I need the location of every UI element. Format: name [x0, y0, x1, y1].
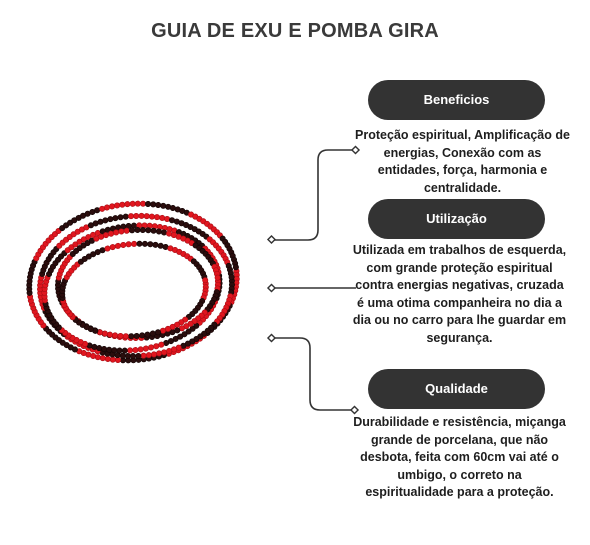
- bead: [156, 350, 163, 357]
- bead: [112, 332, 119, 339]
- bead: [106, 331, 113, 338]
- bead: [154, 329, 161, 336]
- bead: [138, 212, 145, 219]
- bead: [129, 200, 136, 207]
- section-text-beneficios: Proteção espiritual, Amplificação de ene…: [355, 128, 570, 195]
- section-label: Qualidade: [425, 381, 488, 396]
- bead: [113, 229, 120, 236]
- bead: [159, 214, 166, 221]
- bead: [148, 344, 155, 351]
- bead: [140, 352, 147, 359]
- bead: [102, 217, 109, 224]
- bead: [131, 240, 138, 247]
- bead: [155, 228, 162, 235]
- bead: [157, 242, 164, 249]
- bead: [148, 213, 155, 220]
- diamond-beneficios-start: [266, 234, 277, 245]
- bead: [145, 201, 152, 208]
- bead: [109, 203, 116, 210]
- bead: [145, 227, 152, 234]
- bead: [123, 227, 130, 234]
- bead: [147, 241, 154, 248]
- bead: [144, 331, 151, 338]
- bead: [228, 274, 235, 281]
- bead: [143, 213, 150, 220]
- bead: [133, 212, 140, 219]
- bead: [104, 355, 111, 362]
- bead: [232, 264, 239, 271]
- bead: [139, 226, 146, 233]
- bead: [103, 204, 110, 211]
- bead: [117, 214, 124, 221]
- diamond-utilizacao-start: [266, 283, 277, 293]
- bead: [166, 347, 173, 354]
- necklace-strand: [26, 200, 240, 364]
- bead: [132, 347, 139, 354]
- bead-necklace-image: [26, 200, 240, 364]
- section-text-qualidade: Durabilidade e resistência, miçanga gran…: [353, 415, 566, 500]
- bead: [118, 228, 125, 235]
- bead: [124, 201, 131, 208]
- bead: [155, 202, 162, 209]
- bead: [122, 213, 129, 220]
- bead: [151, 351, 158, 358]
- bead: [128, 333, 135, 340]
- bead: [119, 201, 126, 208]
- bead: [127, 347, 134, 354]
- bead: [102, 232, 109, 239]
- bead: [202, 277, 209, 284]
- section-text-utilizacao: Utilizada em trabalhos de esquerda, com …: [352, 243, 567, 345]
- bead: [119, 352, 126, 359]
- bead: [130, 353, 137, 360]
- bead: [141, 240, 148, 247]
- bead: [125, 241, 132, 248]
- section-pill-qualidade: Qualidade: [368, 369, 545, 409]
- page-title: GUIA DE EXU E POMBA GIRA: [151, 20, 439, 42]
- diamond-beneficios-end: [350, 145, 361, 155]
- bead: [149, 330, 156, 337]
- section-label: Beneficios: [423, 92, 490, 107]
- necklace-strand: [37, 212, 235, 360]
- bead: [134, 226, 141, 233]
- bead: [142, 345, 149, 352]
- bead: [154, 214, 161, 221]
- connector-qualidade: [272, 337, 354, 411]
- bead: [99, 355, 106, 362]
- bead: [104, 245, 111, 252]
- bead: [109, 244, 116, 251]
- bead: [135, 352, 142, 359]
- bead: [120, 241, 127, 248]
- diamond-qualidade-start: [266, 333, 277, 343]
- connector-beneficios: [272, 149, 356, 241]
- bead: [160, 202, 167, 209]
- bead: [114, 242, 121, 249]
- bead: [152, 241, 159, 248]
- bead: [139, 332, 146, 339]
- bead: [161, 349, 168, 356]
- bead: [134, 200, 141, 207]
- section-pill-beneficios: Beneficios: [368, 80, 545, 120]
- bead: [129, 227, 136, 234]
- bead: [117, 332, 124, 339]
- bead: [133, 332, 140, 339]
- bead: [108, 230, 115, 237]
- bead: [161, 229, 168, 236]
- diamond-qualidade-end: [349, 405, 360, 415]
- necklace-strand: [59, 240, 209, 340]
- bead: [136, 240, 143, 247]
- section-label: Utilização: [426, 211, 487, 226]
- bead: [114, 202, 121, 209]
- bead: [150, 227, 157, 234]
- bead: [112, 215, 119, 222]
- bead: [137, 346, 144, 353]
- bead: [128, 213, 135, 220]
- bead: [124, 353, 131, 360]
- bead: [107, 216, 114, 223]
- bead: [122, 333, 129, 340]
- bead: [145, 352, 152, 359]
- bead: [214, 274, 221, 281]
- section-pill-utilizacao: Utilização: [368, 199, 545, 239]
